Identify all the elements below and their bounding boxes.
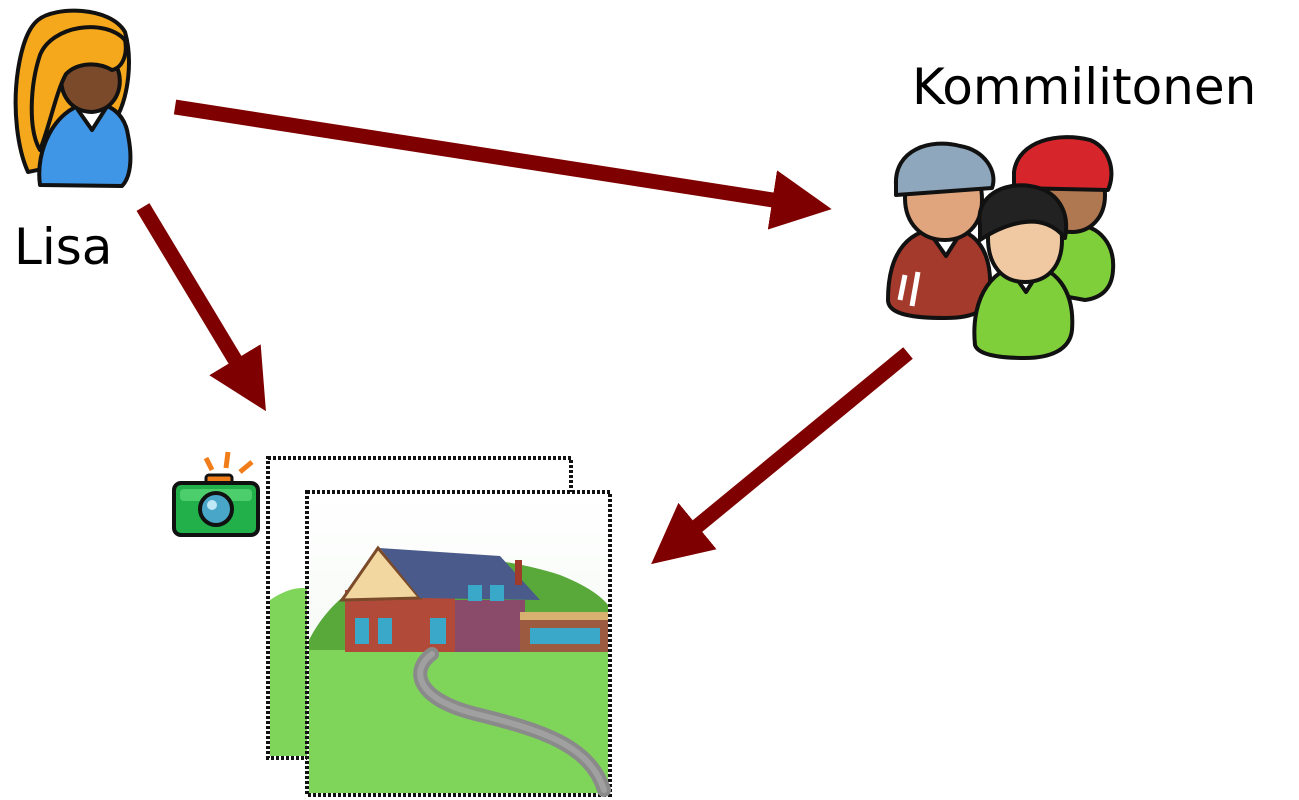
photo-front (305, 490, 612, 797)
female-user-icon (13, 8, 133, 188)
arrow-lisa-to-kommilitonen (173, 99, 832, 230)
arrow-lisa-to-photos (136, 203, 266, 412)
group-label-kommilitonen: Kommilitonen (912, 58, 1257, 116)
user-group-icon (886, 135, 1116, 360)
arrows (136, 99, 913, 565)
house-photo-stack-icon (266, 456, 612, 797)
person-label-lisa: Lisa (14, 218, 113, 276)
camera-flash-icon (172, 451, 260, 537)
arrow-kommilitonen-to-photos (651, 347, 913, 565)
